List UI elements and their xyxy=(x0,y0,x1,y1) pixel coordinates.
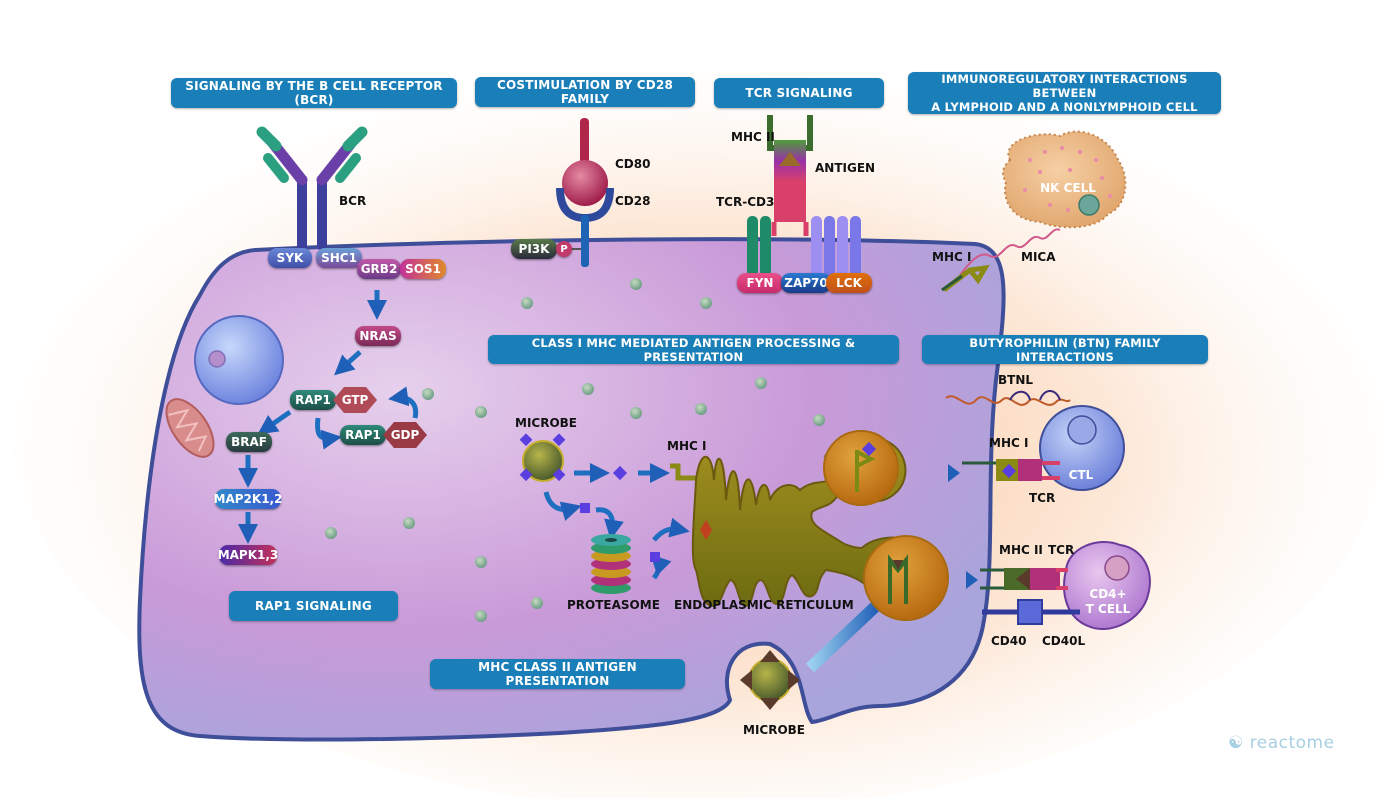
label-endoplasmic-reticulum: ENDOPLASMIC RETICULUM xyxy=(674,598,854,612)
mhc1-flag-icon xyxy=(855,450,876,492)
mica-ligand xyxy=(959,228,1061,276)
label-mhc2-top: MHC II xyxy=(731,130,775,144)
label-cd40: CD40 xyxy=(991,634,1027,648)
pathway-cd28-costimulation[interactable]: COSTIMULATION BY CD28 FAMILY xyxy=(475,77,695,107)
protein-braf[interactable]: BRAF xyxy=(226,432,272,452)
microbe-to-er-arrow xyxy=(805,599,883,673)
protein-rap1-gdp[interactable]: RAP1 xyxy=(340,425,386,445)
protein-nras[interactable]: NRAS xyxy=(355,326,401,346)
pathway-immunoregulatory-line2: A LYMPHOID AND A NONLYMPHOID CELL xyxy=(931,100,1198,114)
rap1-arrows xyxy=(238,290,419,544)
bcr-receptor xyxy=(256,126,368,250)
label-ctl: CTL xyxy=(1068,468,1094,482)
label-tcr-cd4: TCR xyxy=(1048,543,1075,557)
nucleolus xyxy=(208,350,226,368)
label-tcr-ctl: TCR xyxy=(1029,491,1056,505)
pathway-immunoregulatory-line1: IMMUNOREGULATORY INTERACTIONS BETWEEN xyxy=(941,72,1188,100)
protein-shc1[interactable]: SHC1 xyxy=(316,248,362,268)
label-bcr: BCR xyxy=(339,194,367,208)
protein-map2k[interactable]: MAP2K1,2 xyxy=(214,489,282,509)
label-microbe-top: MICROBE xyxy=(515,416,577,430)
mhc1-tcr-complex-ctl xyxy=(962,459,1060,481)
label-cd4-line1: CD4+ xyxy=(1089,587,1127,601)
label-cd40l: CD40L xyxy=(1042,634,1086,648)
label-mhc1-center: MHC I xyxy=(667,439,707,453)
protein-grb2[interactable]: GRB2 xyxy=(357,259,401,279)
pathway-tcr-signaling[interactable]: TCR SIGNALING xyxy=(714,78,884,108)
label-mica: MICA xyxy=(1021,250,1056,264)
label-cd28: CD28 xyxy=(615,194,651,208)
pathway-rap1-signaling[interactable]: RAP1 SIGNALING xyxy=(229,591,398,621)
mhc2-tcr-complex-cd4 xyxy=(980,568,1068,590)
label-mhc2-cd4: MHC II xyxy=(999,543,1043,557)
label-cd80: CD80 xyxy=(615,157,651,171)
ctl-cell-shape xyxy=(1039,405,1125,491)
ligand-gtp[interactable]: GTP xyxy=(333,387,377,413)
nk-cell-shape xyxy=(1002,130,1127,229)
mitochondrion xyxy=(165,398,215,458)
label-mhc1-nk: MHC I xyxy=(932,250,972,264)
microbe-top-shape xyxy=(519,433,566,482)
protein-sos1[interactable]: SOS1 xyxy=(400,259,446,279)
pathway-mhc-class2[interactable]: MHC CLASS II ANTIGEN PRESENTATION xyxy=(430,659,685,689)
mhc1-arrows xyxy=(543,463,690,580)
protein-syk[interactable]: SYK xyxy=(268,248,312,268)
label-cd4-line2: T CELL xyxy=(1085,602,1131,616)
peptide-fragment-icon xyxy=(580,503,590,513)
cd28-cd80-receptor xyxy=(556,118,614,267)
label-antigen: ANTIGEN xyxy=(815,161,876,175)
ligand-gdp[interactable]: GDP xyxy=(383,422,427,448)
er-vesicle-mhc1 xyxy=(823,430,899,506)
phosphate-p[interactable]: P xyxy=(556,241,572,257)
label-nk-cell: NK CELL xyxy=(1040,181,1096,195)
protein-zap70[interactable]: ZAP70 xyxy=(781,273,831,293)
cd40-cd40l-complex xyxy=(982,599,1080,625)
pathway-bcr-signaling[interactable]: SIGNALING BY THE B CELL RECEPTOR (BCR) xyxy=(171,78,457,108)
pathway-immunoregulatory[interactable]: IMMUNOREGULATORY INTERACTIONS BETWEEN A … xyxy=(908,72,1221,114)
peptide-fragment-icon xyxy=(650,552,660,562)
microbe-bottom-shape xyxy=(740,650,800,710)
label-proteasome: PROTEASOME xyxy=(567,598,660,612)
protein-fyn[interactable]: FYN xyxy=(737,273,783,293)
reactome-logo-mark-icon: ☯ xyxy=(1228,733,1244,753)
peptide-icon xyxy=(612,465,628,481)
label-tcr-cd3: TCR-CD3 xyxy=(716,195,775,209)
reactome-logo[interactable]: ☯ reactome xyxy=(1228,733,1335,753)
label-microbe-bottom: MICROBE xyxy=(743,723,805,737)
label-btnl: BTNL xyxy=(998,373,1034,387)
label-mhc1-ctl: MHC I xyxy=(989,436,1029,450)
tcr-complex xyxy=(747,115,861,276)
btnl-ligand xyxy=(945,395,1071,406)
protein-pi3k[interactable]: PI3K xyxy=(511,239,557,259)
mhc1-molecule-icon xyxy=(670,463,700,481)
protein-lck[interactable]: LCK xyxy=(826,273,872,293)
pathway-class1-mhc[interactable]: CLASS I MHC MEDIATED ANTIGEN PROCESSING … xyxy=(488,335,899,364)
vesicles xyxy=(325,278,825,622)
reactome-logo-text: reactome xyxy=(1249,733,1335,753)
pathway-butyrophilin[interactable]: BUTYROPHILIN (BTN) FAMILY INTERACTIONS xyxy=(922,335,1208,364)
nucleus xyxy=(194,315,284,405)
protein-mapk[interactable]: MAPK1,3 xyxy=(218,545,278,565)
proteasome-shape xyxy=(591,534,631,594)
protein-rap1-gtp[interactable]: RAP1 xyxy=(290,390,336,410)
er-transporter-icon xyxy=(700,520,712,540)
